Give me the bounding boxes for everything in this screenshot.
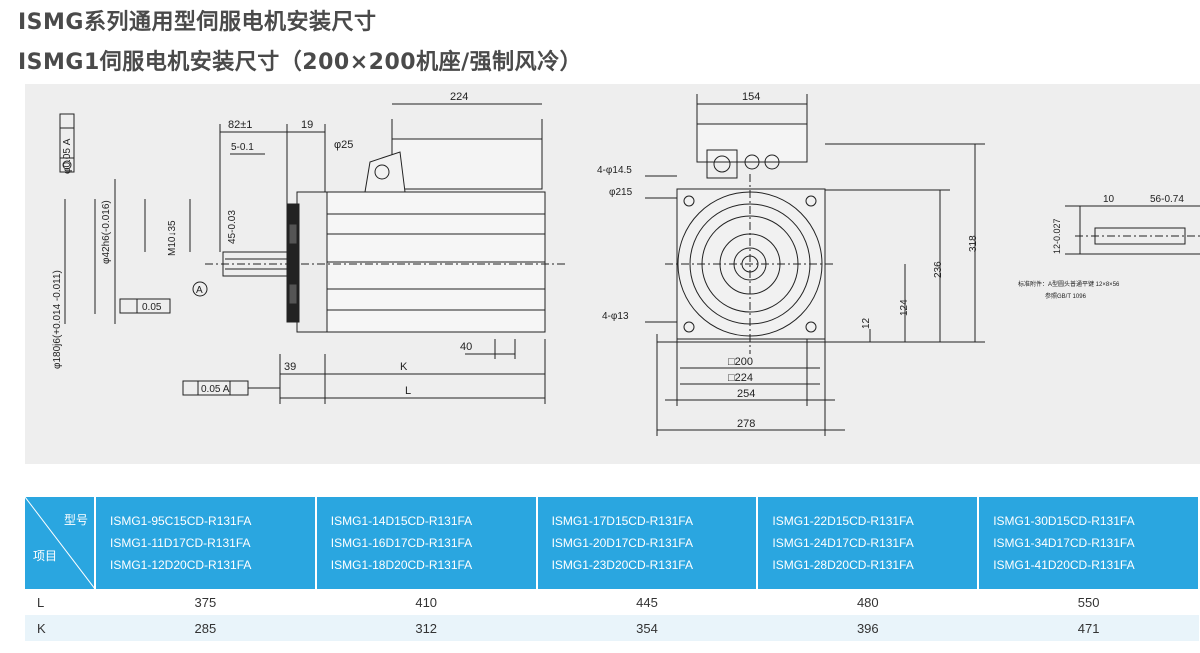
dim-19: 19 [301, 119, 313, 131]
key-note-1: 标准附件：A型圆头普通平键 12×8×56 [1018, 280, 1120, 288]
datum-label: A [196, 285, 203, 296]
dim-key-5: 5-0.1 [231, 142, 254, 153]
model-name: ISMG1-16D17CD-R131FA [330, 536, 473, 550]
model-name: ISMG1-23D20CD-R131FA [551, 558, 693, 572]
lifting-eye [364, 151, 406, 193]
table-column-header: ISMG1-22D15CD-R131FA ISMG1-24D17CD-R131F… [757, 497, 980, 589]
series-title: ISMG系列通用型伺服电机安装尺寸 [18, 10, 377, 35]
table-row-l: L 375 410 445 480 550 [25, 589, 1199, 615]
drawing-canvas: 224 82±1 19 φ25 5-0.1 φ42h6(-0.016) M10↓… [52, 91, 1200, 436]
table-cell: 375 [95, 589, 316, 615]
table-cell: 471 [978, 615, 1199, 641]
table-column-header: ISMG1-95C15CD-R131FA ISMG1-11D17CD-R131F… [95, 497, 317, 589]
dim-254: 254 [737, 388, 755, 400]
model-name: ISMG1-34D17CD-R131FA [993, 536, 1135, 550]
dim-154: 154 [742, 91, 760, 103]
dim-40: 40 [460, 341, 472, 353]
dim-82: 82±1 [228, 119, 252, 131]
table-cell: 480 [757, 589, 979, 615]
table-cell: 445 [536, 589, 758, 615]
dim-key-10: 10 [1103, 194, 1115, 205]
model-name: ISMG1-30D15CD-R131FA [993, 514, 1135, 528]
fan-box [391, 138, 543, 190]
dim-pilot: φ180j6(+0.014 -0.011) [52, 270, 63, 369]
table-header-row: 型号 项目 ISMG1-95C15CD-R131FA ISMG1-11D17CD… [25, 497, 1200, 589]
model-name: ISMG1-11D17CD-R131FA [110, 536, 251, 550]
model-name: ISMG1-14D15CD-R131FA [330, 514, 473, 528]
technical-drawing: 224 82±1 19 φ25 5-0.1 φ42h6(-0.016) M10↓… [25, 84, 1200, 464]
table-cell: 410 [315, 589, 537, 615]
dim-124: 124 [899, 299, 910, 316]
key-note-2: 参照GB/T 1096 [1045, 292, 1087, 300]
model-name: ISMG1-95C15CD-R131FA [110, 514, 252, 528]
model-name: ISMG1-22D15CD-R131FA [772, 514, 914, 528]
dim-holes-145: 4-φ14.5 [597, 165, 632, 176]
dimension-table: 型号 项目 ISMG1-95C15CD-R131FA ISMG1-11D17CD… [25, 497, 1200, 641]
dim-thread: M10↓35 [167, 220, 178, 256]
table-cell: 550 [978, 589, 1199, 615]
table-column-header: ISMG1-14D15CD-R131FA ISMG1-16D17CD-R131F… [315, 497, 538, 589]
dim-pcd: φ215 [609, 187, 633, 198]
model-name: ISMG1-24D17CD-R131FA [772, 536, 914, 550]
dim-key-12: 12-0.027 [1052, 218, 1062, 254]
corner-item-label: 项目 [33, 549, 58, 563]
corner-model-label: 型号 [63, 513, 88, 527]
table-column-header: ISMG1-17D15CD-R131FA ISMG1-20D17CD-R131F… [536, 497, 759, 589]
dim-top-width: 224 [450, 91, 468, 103]
model-name: ISMG1-17D15CD-R131FA [551, 514, 693, 528]
table-row-k: K 285 312 354 396 471 [25, 615, 1199, 641]
datum-circle [192, 281, 208, 297]
front-fan-box [696, 123, 808, 163]
table-cell: 285 [95, 615, 316, 641]
flatness-frame [119, 298, 171, 314]
model-name: ISMG1-18D20CD-R131FA [330, 558, 473, 572]
dim-shaft-dia: φ25 [334, 139, 353, 151]
table-cell: 354 [536, 615, 758, 641]
dim-runout: φ0.05 A [62, 138, 73, 174]
dim-39: 39 [284, 361, 296, 373]
page-title: ISMG1伺服电机安装尺寸（200×200机座/强制风冷） [18, 50, 583, 75]
row-label: K [25, 615, 95, 641]
dim-278: 278 [737, 418, 755, 430]
table-cell: 396 [757, 615, 979, 641]
dim-holes-13: 4-φ13 [602, 311, 629, 322]
model-name: ISMG1-20D17CD-R131FA [551, 536, 693, 550]
corner-diagonal [25, 497, 95, 589]
model-name: ISMG1-12D20CD-R131FA [110, 558, 252, 572]
dim-l: L [405, 385, 411, 397]
dim-sq200: □200 [728, 356, 753, 368]
model-name: ISMG1-41D20CD-R131FA [993, 558, 1135, 572]
dim-236: 236 [933, 261, 944, 278]
dim-key-56: 56-0.74 [1150, 194, 1184, 205]
flange [296, 191, 328, 333]
dim-318: 318 [968, 235, 979, 252]
dim-flatness: 0.05 [142, 302, 162, 313]
dim-perp: 0.05 A [201, 384, 230, 395]
row-label: L [25, 589, 95, 615]
dim-sq224: □224 [728, 372, 753, 384]
table-column-header: ISMG1-30D15CD-R131FA ISMG1-34D17CD-R131F… [978, 497, 1200, 589]
runout-frame [59, 113, 75, 173]
dim-k: K [400, 361, 408, 373]
dim-h45: 45-0.03 [227, 210, 238, 244]
table-cell: 312 [315, 615, 537, 641]
model-name: ISMG1-28D20CD-R131FA [772, 558, 914, 572]
dim-12: 12 [861, 317, 872, 329]
dim-shaft-42: φ42h6(-0.016) [101, 200, 112, 264]
table-corner-cell: 型号 项目 [25, 497, 96, 589]
